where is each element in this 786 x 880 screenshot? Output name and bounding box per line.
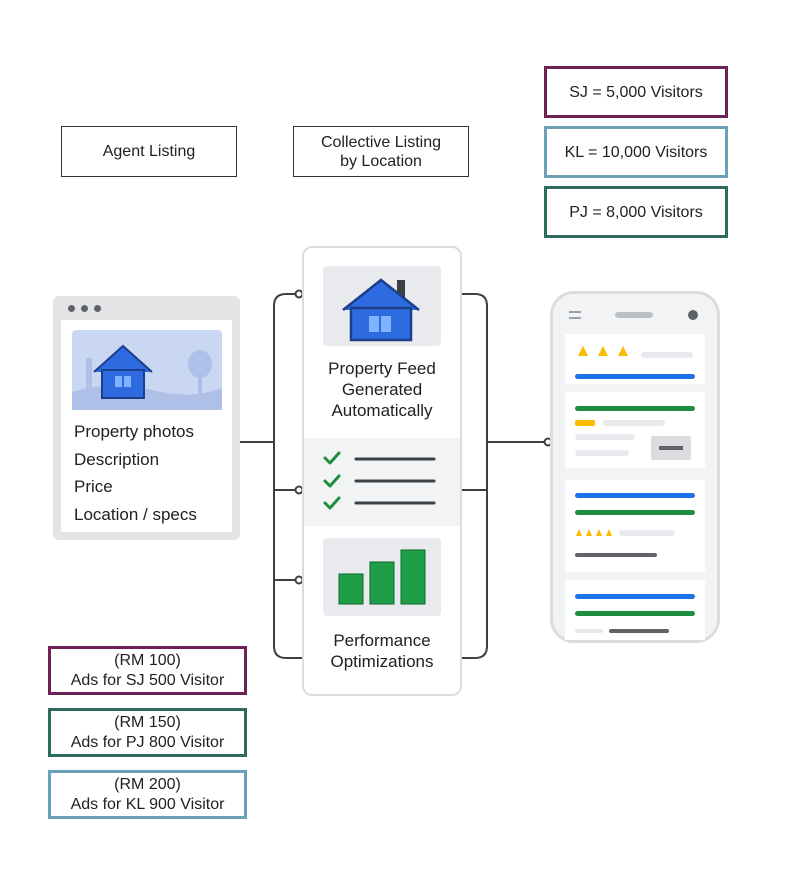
connector-left-bracket xyxy=(273,293,302,659)
agent-listing-label: Agent Listing xyxy=(61,126,237,177)
connector-right-bracket xyxy=(462,293,488,659)
collective-listing-line1: Collective Listing xyxy=(320,133,442,151)
collective-listing-label: Collective Listing by Location xyxy=(293,126,469,177)
feed-title-line2: Generated xyxy=(341,380,423,399)
ads-kl-desc: Ads for KL 900 Visitor xyxy=(70,795,225,813)
performance-title-line1: Performance xyxy=(333,631,431,650)
window-dot-icon xyxy=(94,305,101,312)
visitors-pj-box: PJ = 8,000 Visitors xyxy=(544,186,728,238)
spec-location: Location / specs xyxy=(74,504,197,524)
bar-chart-icon xyxy=(323,538,441,616)
phone-screen xyxy=(553,294,717,640)
spec-photos: Property photos xyxy=(74,422,195,441)
visitors-pj-text: PJ = 8,000 Visitors xyxy=(569,203,703,221)
visitors-kl-box: KL = 10,000 Visitors xyxy=(544,126,728,178)
performance-title-line2: Optimizations xyxy=(330,652,434,671)
ads-kl-price: (RM 200) xyxy=(114,775,181,793)
checklist-icon xyxy=(323,451,436,510)
feed-title: Property Feed Generated Automatically xyxy=(304,358,460,421)
ads-pj-desc: Ads for PJ 800 Visitor xyxy=(70,733,225,751)
collective-listing-line2: by Location xyxy=(340,152,422,170)
spec-price: Price xyxy=(74,477,113,496)
house-feed-icon xyxy=(323,266,441,346)
phone-status-bar xyxy=(569,310,698,320)
result-card-4 xyxy=(565,580,705,640)
window-dot-icon xyxy=(68,305,75,312)
result-card-2 xyxy=(565,392,705,468)
agent-listing-text: Agent Listing xyxy=(102,143,196,160)
feed-title-line1: Property Feed xyxy=(328,359,436,378)
ads-sj-box: (RM 100) Ads for SJ 500 Visitor xyxy=(48,646,247,695)
spec-description: Description xyxy=(74,449,160,469)
performance-title: Performance Optimizations xyxy=(304,630,460,672)
ads-sj-price: (RM 100) xyxy=(114,651,181,669)
result-card-3 xyxy=(565,480,705,572)
listing-specs-list: Property photos Description Price Locati… xyxy=(74,418,197,528)
visitors-sj-text: SJ = 5,000 Visitors xyxy=(569,83,703,101)
ads-kl-box: (RM 200) Ads for KL 900 Visitor xyxy=(48,770,247,819)
property-photo-icon xyxy=(72,330,222,410)
ads-sj-desc: Ads for SJ 500 Visitor xyxy=(70,671,225,689)
feed-title-line3: Automatically xyxy=(331,401,433,420)
ads-pj-price: (RM 150) xyxy=(114,713,181,731)
visitors-sj-box: SJ = 5,000 Visitors xyxy=(544,66,728,118)
window-dot-icon xyxy=(81,305,88,312)
visitors-kl-text: KL = 10,000 Visitors xyxy=(564,143,708,161)
result-card-1 xyxy=(565,334,705,384)
ads-pj-box: (RM 150) Ads for PJ 800 Visitor xyxy=(48,708,247,757)
